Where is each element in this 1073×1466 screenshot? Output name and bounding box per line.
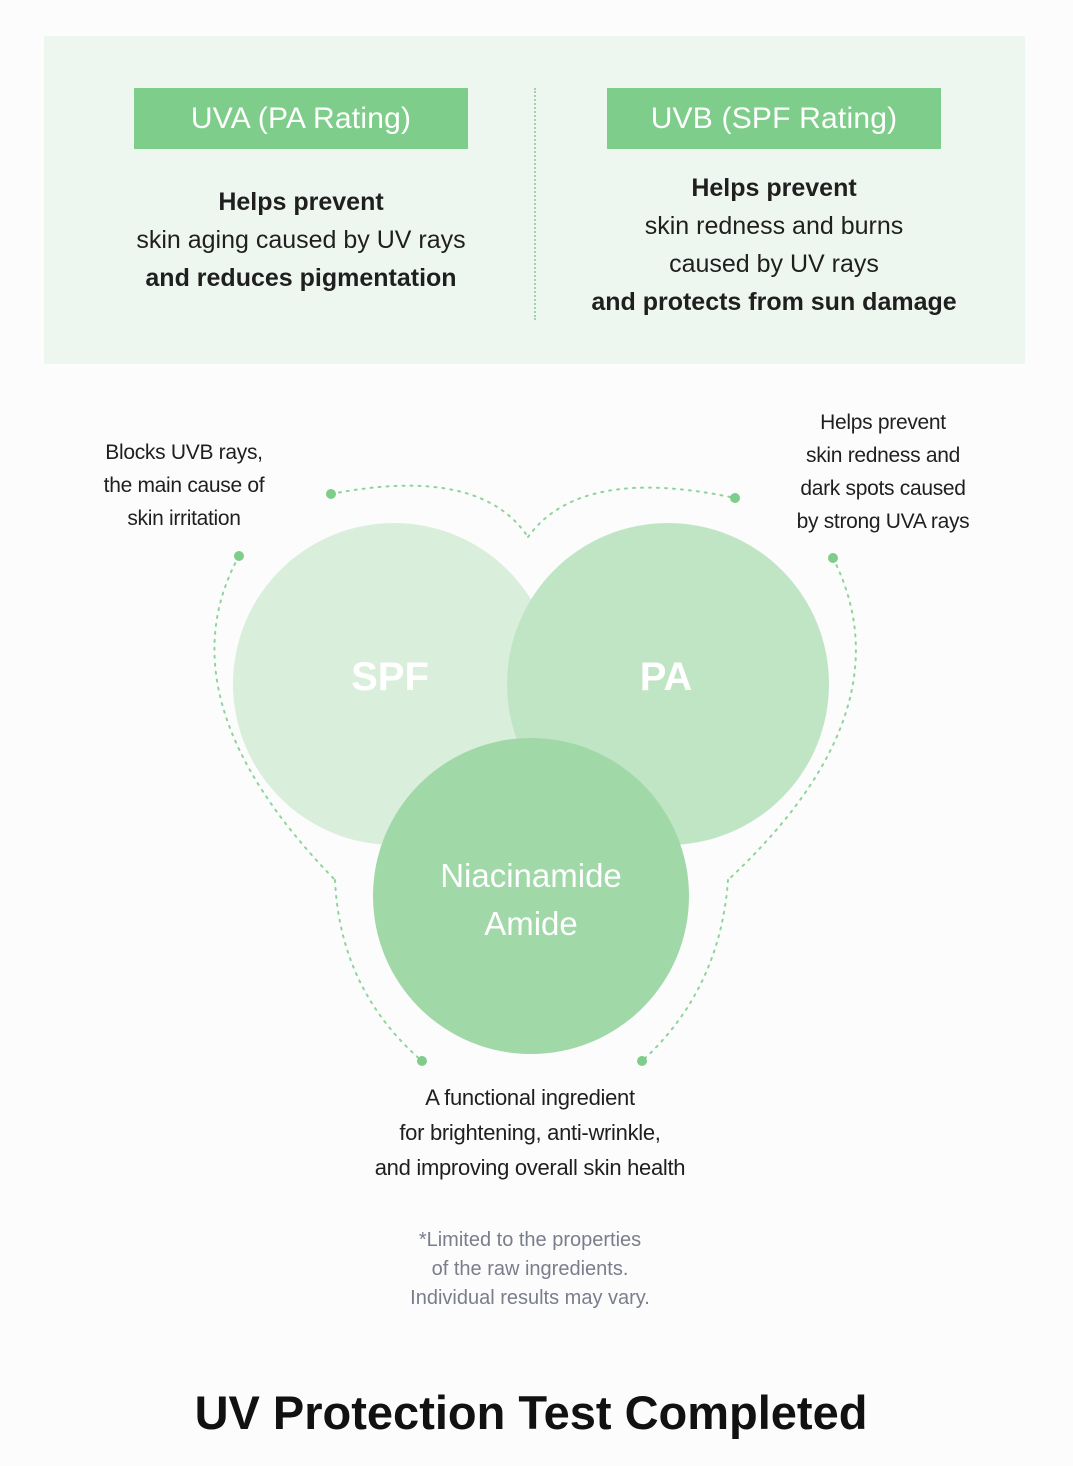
disclaimer-line: *Limited to the properties [418, 1229, 642, 1251]
niacinamide-label-line-2: Amide [484, 905, 578, 942]
pa-label: PA [639, 655, 693, 699]
uva-description: Helps prevent skin aging caused by UV ra… [101, 183, 501, 297]
uva-line-3: and reduces pigmentation [145, 264, 457, 292]
column-divider [534, 88, 536, 320]
spf-annotation-line: the main cause of [103, 474, 265, 497]
niacinamide-annotation-line: A functional ingredient [425, 1085, 635, 1110]
uva-title-badge: UVA (PA Rating) [134, 88, 468, 149]
dot-top-left [326, 489, 336, 499]
spf-label: SPF [351, 655, 429, 699]
spf-annotation: Blocks UVB rays, the main cause of skin … [84, 436, 284, 535]
uvb-line-3: caused by UV rays [669, 250, 879, 278]
connector-dots [234, 489, 838, 1066]
connector-top-left [330, 484, 529, 538]
pa-annotation-line: Helps prevent [820, 411, 946, 434]
niacinamide-annotation: A functional ingredient for brightening,… [330, 1080, 730, 1185]
pa-annotation: Helps prevent skin redness and dark spot… [768, 406, 998, 538]
uvb-column: UVB (SPF Rating) Helps prevent skin redn… [574, 88, 974, 321]
dot-right [828, 553, 838, 563]
page-headline: UV Protection Test Completed [194, 1386, 868, 1439]
pa-annotation-line: dark spots caused [800, 477, 966, 500]
uvb-description: Helps prevent skin redness and burns cau… [574, 169, 974, 321]
connector-left [213, 555, 336, 881]
spf-annotation-line: Blocks UVB rays, [105, 441, 263, 464]
dot-top-right [730, 493, 740, 503]
disclaimer: *Limited to the properties of the raw in… [330, 1226, 730, 1313]
connector-arcs [213, 484, 857, 1062]
uva-line-1: Helps prevent [218, 188, 384, 216]
connector-bottom-left [334, 879, 423, 1062]
connector-bottom-right [641, 879, 729, 1062]
dot-bottom-left [417, 1056, 427, 1066]
uva-column: UVA (PA Rating) Helps prevent skin aging… [101, 88, 501, 297]
niacinamide-circle [373, 738, 689, 1054]
venn-diagram [213, 484, 857, 1066]
connector-right [727, 557, 857, 881]
uva-line-2: skin aging caused by UV rays [136, 226, 466, 254]
connector-top-right [527, 486, 736, 538]
niacinamide-label-line-1: Niacinamide [440, 857, 622, 894]
spf-annotation-line: skin irritation [127, 507, 241, 530]
dot-bottom-right [637, 1056, 647, 1066]
dot-left [234, 551, 244, 561]
disclaimer-line: of the raw ingredients. [431, 1258, 629, 1280]
uvb-title-badge: UVB (SPF Rating) [607, 88, 941, 149]
uvb-line-4: and protects from sun damage [591, 288, 957, 316]
uvb-line-1: Helps prevent [691, 174, 857, 202]
uvb-line-2: skin redness and burns [644, 212, 904, 240]
niacinamide-annotation-line: and improving overall skin health [374, 1155, 686, 1180]
pa-annotation-line: skin redness and [806, 444, 960, 467]
disclaimer-line: Individual results may vary. [410, 1287, 650, 1309]
niacinamide-label: Niacinamide Amide [380, 852, 682, 948]
uv-ratings-panel: UVA (PA Rating) Helps prevent skin aging… [44, 36, 1025, 364]
pa-annotation-line: by strong UVA rays [796, 510, 970, 533]
niacinamide-annotation-line: for brightening, anti-wrinkle, [399, 1120, 661, 1145]
